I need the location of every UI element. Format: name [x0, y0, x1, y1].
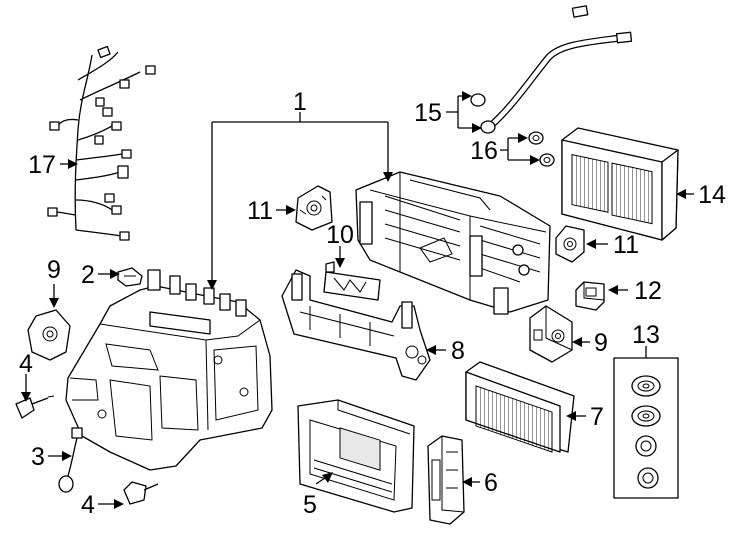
callout-6: 6 — [484, 469, 498, 497]
callout-11-upper: 11 — [247, 197, 273, 225]
callout-17: 17 — [28, 151, 56, 179]
callout-12: 12 — [634, 277, 662, 305]
callout-9-left: 9 — [47, 256, 61, 284]
callout-14: 14 — [698, 181, 726, 209]
refrigerant-pipes-part — [470, 5, 633, 134]
heater-housing-part — [65, 269, 273, 471]
callout-5: 5 — [303, 491, 317, 519]
callout-3: 3 — [31, 443, 45, 471]
temp-sensor-upper-part — [15, 395, 55, 419]
wiring-harness-part — [47, 45, 156, 241]
seal-kit-part — [613, 357, 679, 499]
sensor-wire-part — [58, 427, 83, 493]
callout-4-upper: 4 — [19, 350, 33, 378]
clip-part — [117, 267, 143, 287]
callout-10: 10 — [326, 221, 354, 249]
callout-4-lower: 4 — [81, 491, 95, 519]
mode-actuator-left-part — [27, 309, 71, 361]
callout-13: 13 — [632, 321, 660, 349]
duct-piece-part — [323, 261, 381, 301]
actuator-upper-part — [295, 185, 333, 231]
temp-sensor-lower-part — [123, 481, 159, 505]
actuator-right-part — [555, 225, 585, 263]
evaporator-case-part — [355, 171, 551, 315]
callout-15: 15 — [414, 99, 442, 127]
center-duct-part — [281, 269, 431, 381]
callout-11-right: 11 — [613, 231, 639, 259]
callout-9-right: 9 — [594, 329, 608, 357]
callout-16: 16 — [470, 137, 498, 165]
callout-2: 2 — [81, 261, 95, 289]
sensor-part — [575, 281, 605, 311]
side-panel-part — [427, 435, 465, 525]
callout-labels: 1 2 3 4 4 5 6 7 8 9 9 10 11 11 12 13 14 … — [19, 88, 726, 519]
heater-core-part — [561, 127, 679, 241]
callout-1: 1 — [293, 88, 307, 116]
mode-actuator-right-part — [529, 305, 573, 363]
leader-lines — [21, 91, 694, 509]
callout-7: 7 — [590, 403, 604, 431]
door-frame-part — [297, 399, 415, 513]
cabin-filter-part — [465, 361, 575, 453]
callout-8: 8 — [451, 337, 465, 365]
